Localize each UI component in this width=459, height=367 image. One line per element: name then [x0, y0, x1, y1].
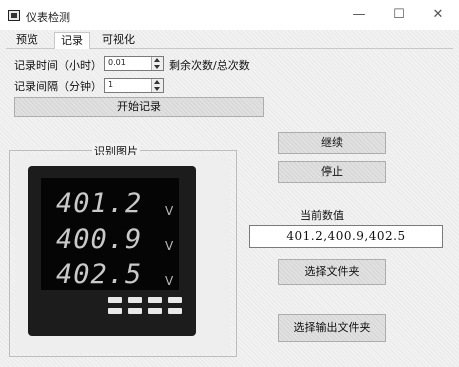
stop-button[interactable]: 停止 — [278, 161, 386, 183]
tab-bar: 预览 记录 可视化 — [6, 32, 453, 49]
current-value-label: 当前数值 — [300, 209, 344, 222]
meter-unit-3: V — [165, 274, 174, 288]
meter-screen — [41, 178, 179, 290]
meter-key — [148, 308, 162, 314]
record-interval-spinbox[interactable]: 1 — [104, 78, 164, 93]
meter-key — [128, 308, 142, 314]
record-time-value: 0.01 — [108, 58, 126, 67]
current-value-field: 401.2,400.9,402.5 — [249, 225, 443, 248]
meter-unit-1: V — [165, 204, 174, 218]
spin-down-icon[interactable] — [154, 65, 160, 69]
spin-down-icon[interactable] — [154, 87, 160, 91]
spin-arrows[interactable] — [151, 79, 163, 92]
start-record-button[interactable]: 开始记录 — [14, 97, 264, 117]
continue-button[interactable]: 继续 — [278, 132, 386, 154]
app-icon — [8, 10, 20, 21]
meter-key — [108, 308, 122, 314]
spin-arrows[interactable] — [151, 57, 163, 70]
record-interval-value: 1 — [108, 80, 114, 89]
select-output-folder-button[interactable]: 选择输出文件夹 — [278, 314, 386, 342]
close-button[interactable]: ✕ — [432, 7, 444, 22]
record-time-label: 记录时间（小时） — [14, 59, 102, 72]
meter-key — [148, 297, 162, 303]
meter-key — [168, 308, 182, 314]
select-folder-button[interactable]: 选择文件夹 — [278, 259, 386, 285]
meter-key — [108, 297, 122, 303]
tab-visualize[interactable]: 可视化 — [102, 33, 135, 46]
meter-key — [128, 297, 142, 303]
record-interval-label: 记录间隔（分钟） — [14, 80, 102, 93]
maximize-button[interactable]: ☐ — [393, 7, 405, 22]
title-bar: 仪表检测 — ☐ ✕ — [0, 0, 459, 30]
tab-record[interactable]: 记录 — [54, 32, 90, 49]
meter-reading-3: 402.5 — [56, 259, 143, 290]
meter-reading-1: 401.2 — [56, 188, 143, 219]
spin-up-icon[interactable] — [154, 58, 160, 62]
remaining-count-label: 剩余次数/总次数 — [169, 59, 250, 72]
minimize-button[interactable]: — — [352, 7, 366, 22]
record-time-spinbox[interactable]: 0.01 — [104, 56, 164, 71]
tab-preview[interactable]: 预览 — [16, 33, 38, 46]
meter-key — [168, 297, 182, 303]
meter-unit-2: V — [165, 239, 174, 253]
spin-up-icon[interactable] — [154, 80, 160, 84]
window-title: 仪表检测 — [26, 11, 70, 24]
meter-reading-2: 400.9 — [56, 224, 143, 255]
